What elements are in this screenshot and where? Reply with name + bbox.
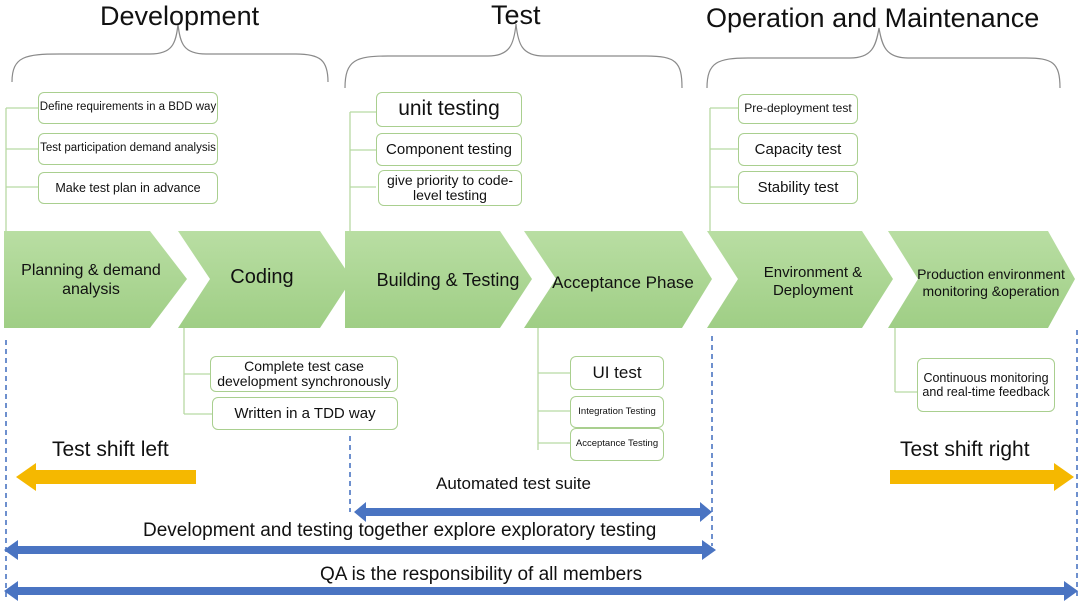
stage-chevron-environment [707, 231, 893, 328]
development-item: Make test plan in advance [38, 172, 218, 204]
shift-left-label: Test shift left [52, 438, 169, 461]
stage-label-environment: Environment & Deployment [763, 264, 863, 299]
stage-chevron-coding [178, 231, 352, 328]
exploratory-testing-arrow [4, 540, 716, 560]
operation-connector [709, 107, 738, 231]
stage-label-coding: Coding [230, 266, 294, 288]
shift-right-label: Test shift right [900, 438, 1030, 461]
operation-brace [706, 27, 1061, 89]
test-connector [349, 111, 376, 231]
automated-suite-label: Automated test suite [436, 474, 591, 493]
test-brace [344, 23, 683, 89]
stage-chevron-planning [4, 231, 187, 328]
stage-label-building: Building & Testing [376, 270, 520, 291]
development-connector [5, 107, 38, 231]
test-item: give priority to code-level testing [378, 170, 522, 206]
stage-chevron-acceptance [524, 231, 712, 328]
development-item: Test participation demand analysis [38, 133, 218, 165]
acceptance-item: Integration Testing [570, 396, 664, 428]
shift-left-arrow [16, 463, 196, 491]
acceptance-connector [537, 328, 570, 450]
development-item: Define requirements in a BDD way [38, 92, 218, 124]
coding-item: Complete test case development synchrono… [210, 356, 398, 392]
qa-responsibility-label: QA is the responsibility of all members [320, 564, 643, 585]
shift-right-arrow [890, 463, 1074, 491]
test-item: Component testing [376, 133, 522, 166]
qa-responsibility-arrow [4, 581, 1078, 601]
operation-item: Capacity test [738, 133, 858, 166]
stage-label-production: Production environment monitoring &opera… [917, 266, 1065, 299]
operation-item: Pre-deployment test [738, 94, 858, 124]
stage-label-planning: Planning & demand analysis [21, 261, 161, 298]
monitoring-connector [894, 328, 917, 393]
stage-label-acceptance: Acceptance Phase [552, 272, 694, 292]
test-item: unit testing [376, 92, 522, 127]
stage-chevron-building [345, 231, 532, 328]
automated-suite-arrow [354, 502, 712, 522]
coding-connector [183, 328, 212, 415]
development-brace [11, 23, 329, 83]
operation-item: Stability test [738, 171, 858, 204]
phase-title-test: Test [491, 0, 541, 30]
exploratory-testing-label: Development and testing together explore… [143, 520, 657, 541]
acceptance-item: UI test [570, 356, 664, 390]
phase-title-operation: Operation and Maintenance [706, 3, 1040, 33]
monitoring-item: Continuous monitoring and real-time feed… [917, 358, 1055, 412]
acceptance-item: Acceptance Testing [570, 428, 664, 461]
stage-chevron-production [888, 231, 1075, 328]
phase-title-development: Development [100, 1, 260, 31]
coding-item: Written in a TDD way [212, 397, 398, 430]
